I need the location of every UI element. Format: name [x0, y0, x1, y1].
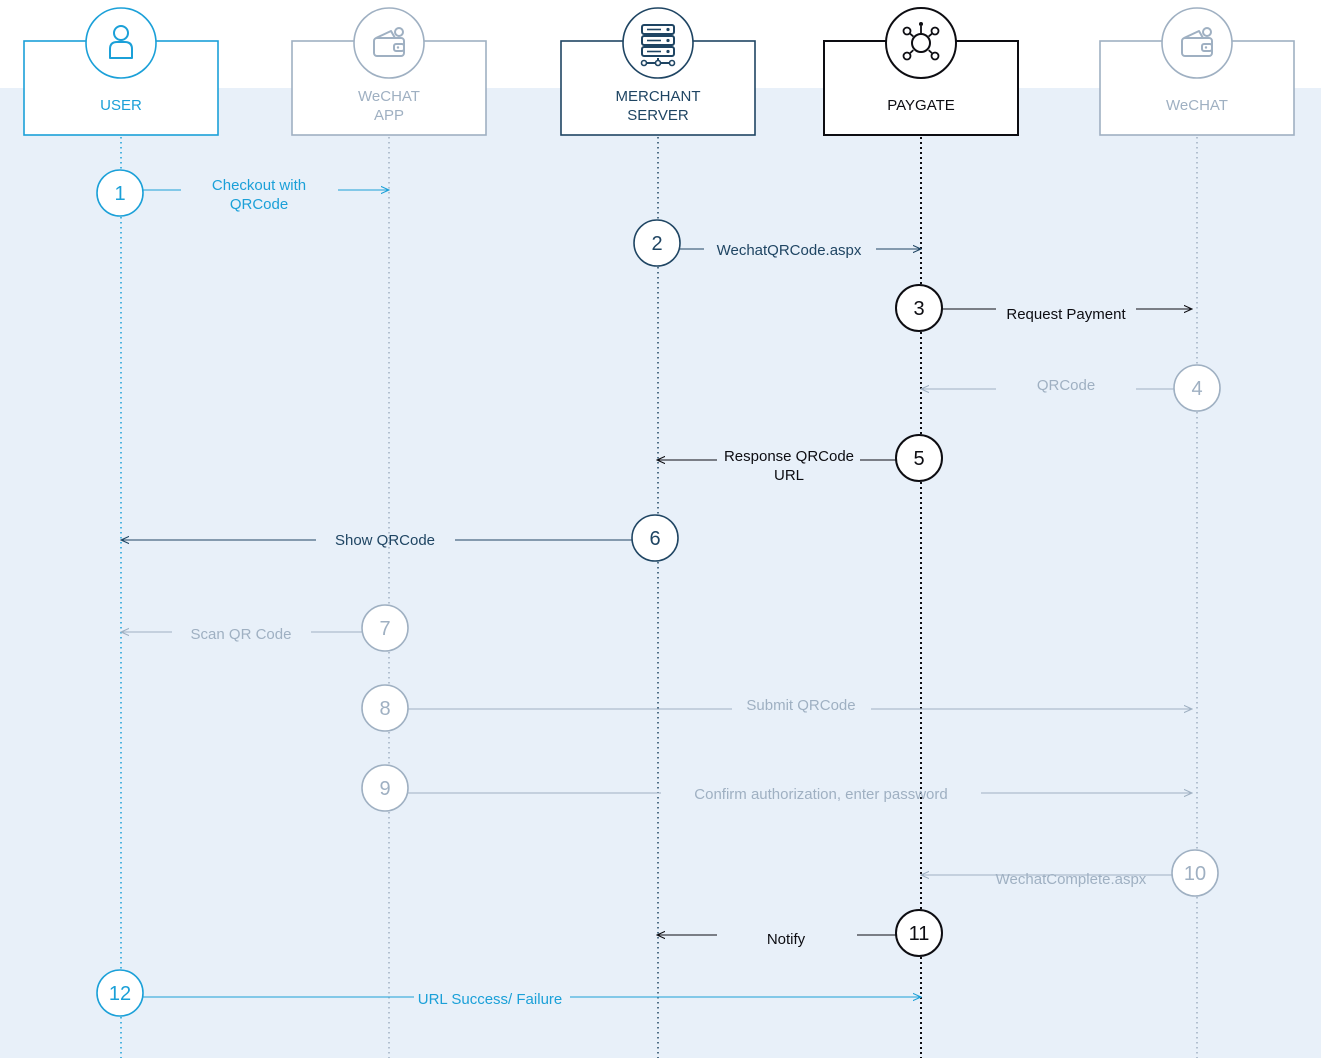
step-5-circle [895, 434, 943, 482]
user-icon [85, 7, 157, 79]
step-5-label: Response QRCode [724, 448, 854, 465]
step-10-circle [1171, 849, 1219, 897]
step-number: 4 [1191, 378, 1202, 400]
step-7: 7 Scan QR Code [121, 604, 409, 652]
lane-label-paygate: PAYGATE [887, 97, 955, 114]
step-number: 1 [114, 183, 125, 205]
step-2: 2 WechatQRCode.aspx [633, 219, 921, 267]
network-icon [885, 7, 957, 79]
step-7-circle [361, 604, 409, 652]
lane-label-wechat: WeCHAT [1166, 97, 1228, 114]
lane-header-wechat-app: WeCHAT APP [291, 7, 487, 136]
step-8: 8 Submit QRCode [361, 684, 1192, 732]
step-3: 3 Request Payment [895, 284, 1192, 332]
step-11-circle [895, 909, 943, 957]
step-12-circle [96, 969, 144, 1017]
lane-headers: USER WeCHAT APP MERCHANT SERVER PAYGATE WeCHAT [23, 7, 1295, 136]
wallet-icon [1161, 7, 1233, 79]
step-3-circle [895, 284, 943, 332]
step-4: 4 QRCode [921, 364, 1221, 412]
step-1-label: QRCode [230, 196, 288, 213]
step-number: 8 [379, 698, 390, 720]
step-6-circle [631, 514, 679, 562]
step-number: 2 [651, 233, 662, 255]
step-number: 12 [109, 983, 131, 1005]
step-10: 10 WechatComplete.aspx [921, 849, 1219, 897]
server-icon [622, 7, 694, 79]
step-3-label: Request Payment [1006, 306, 1126, 323]
lane-header-wechat: WeCHAT [1099, 7, 1295, 136]
step-9-label: Confirm authorization, enter password [694, 786, 947, 803]
lane-label-user: USER [100, 97, 142, 114]
lane-header-merchant: MERCHANT SERVER [560, 7, 756, 136]
step-9: 9 Confirm authorization, enter password [361, 764, 1192, 812]
step-2-label: WechatQRCode.aspx [717, 242, 862, 259]
step-4-label: QRCode [1037, 377, 1095, 394]
step-6-label: Show QRCode [335, 532, 435, 549]
step-1-circle [96, 169, 144, 217]
step-number: 6 [649, 528, 660, 550]
step-number: 10 [1184, 863, 1206, 885]
lane-header-user: USER [23, 7, 219, 136]
step-8-circle [361, 684, 409, 732]
lane-label-merchant: SERVER [627, 107, 689, 124]
step-6: 6 Show QRCode [121, 514, 679, 562]
step-10-label: WechatComplete.aspx [996, 871, 1147, 888]
step-11: 11 Notify [657, 909, 943, 957]
step-8-label: Submit QRCode [746, 697, 855, 714]
lane-label-wechat-app: APP [374, 107, 404, 124]
step-4-circle [1173, 364, 1221, 412]
step-9-circle [361, 764, 409, 812]
lane-header-paygate: PAYGATE [823, 7, 1019, 136]
wallet-icon [353, 7, 425, 79]
step-5-label: URL [774, 467, 804, 484]
step-number: 7 [379, 618, 390, 640]
step-number: 11 [909, 923, 930, 945]
step-11-label: Notify [767, 931, 806, 948]
lane-label-merchant: MERCHANT [616, 88, 701, 105]
step-1-label: Checkout with [212, 177, 306, 194]
step-number: 3 [913, 298, 924, 320]
step-12: 12 URL Success/ Failure [96, 969, 921, 1017]
step-number: 9 [379, 778, 390, 800]
step-2-circle [633, 219, 681, 267]
lane-label-wechat-app: WeCHAT [358, 88, 420, 105]
lifelines [120, 137, 1198, 1058]
step-7-label: Scan QR Code [191, 626, 292, 643]
step-number: 5 [913, 448, 924, 470]
step-12-label: URL Success/ Failure [418, 991, 563, 1008]
